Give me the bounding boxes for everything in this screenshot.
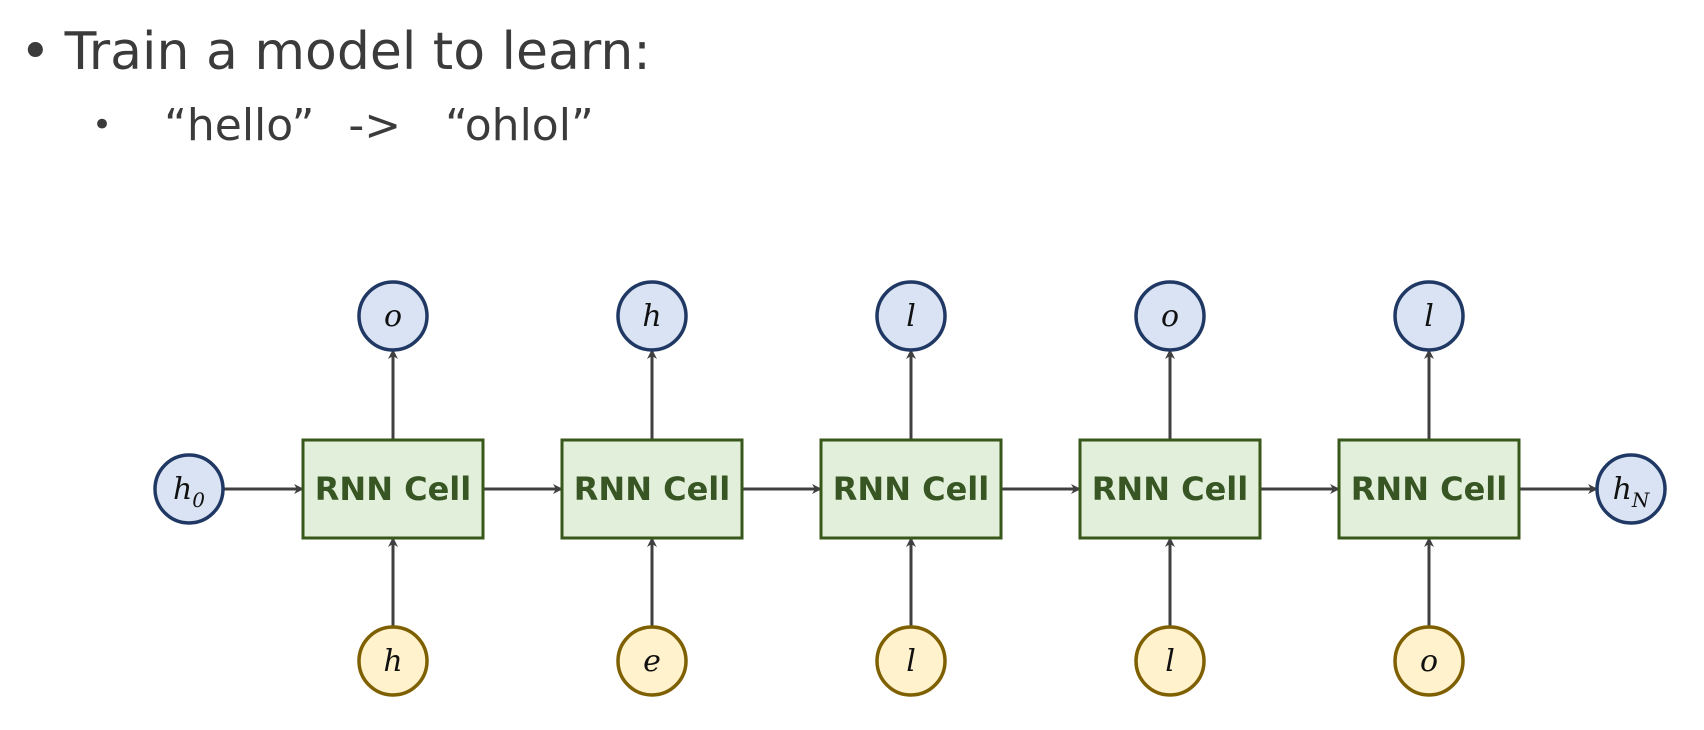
rnn-cell-label: RNN Cell [833,470,989,508]
rnn-cell-box [560,438,744,540]
output-node-label: h [642,299,661,334]
rnn-cell-label: RNN Cell [1351,470,1507,508]
bullet-dot: • [92,105,113,145]
hidden-final-node-circle [1595,453,1667,525]
input-node: o [1393,625,1465,697]
rnn-cell: RNN Cell [1078,438,1262,540]
bullet-sub-output: “ohlol” [445,100,594,151]
rnn-cell: RNN Cell [819,438,1003,540]
bullet-sub: • “hello” -> “ohlol” [92,90,594,161]
output-node-label: l [906,299,916,334]
input-node-label: h [383,644,402,679]
nodes-layer: o h h e l l o l l o h0 hN [153,280,1667,697]
output-node-circle [357,280,429,352]
bullet-sub-input: “hello” [164,100,315,151]
rnn-cell-box [1337,438,1521,540]
input-node-label: l [906,644,916,679]
output-node-circle [1134,280,1206,352]
rnn-cell: RNN Cell [560,438,744,540]
output-node-label: o [384,299,402,334]
output-node: h [616,280,688,352]
rnn-cell: RNN Cell [301,438,485,540]
output-node-label: o [1161,299,1179,334]
hidden-initial-node-circle [153,453,225,525]
rnn-cell-box [819,438,1003,540]
input-node-label: l [1165,644,1175,679]
output-node: o [1134,280,1206,352]
input-node: l [1134,625,1206,697]
input-node-label: e [643,644,661,679]
bullet-main: •Train a model to learn: [20,12,651,92]
input-node: l [875,625,947,697]
rnn-cell-label: RNN Cell [315,470,471,508]
output-node: l [1393,280,1465,352]
rnn-cell-box [301,438,485,540]
output-node: o [357,280,429,352]
input-node-label: o [1420,644,1438,679]
input-node-circle [1393,625,1465,697]
bullet-main-text: Train a model to learn: [64,22,651,82]
output-node-circle [616,280,688,352]
output-node-circle [1393,280,1465,352]
input-node: h [357,625,429,697]
input-node-circle [875,625,947,697]
connections-layer [223,349,1598,627]
output-node-label: l [1424,299,1434,334]
bullet-dot: • [20,22,51,82]
rnn-cell-label: RNN Cell [574,470,730,508]
rnn-cell-box [1078,438,1262,540]
rnn-cell-label: RNN Cell [1092,470,1248,508]
input-node-circle [616,625,688,697]
input-node-circle [357,625,429,697]
output-node-circle [875,280,947,352]
input-node: e [616,625,688,697]
rnn-cell: RNN Cell [1337,438,1521,540]
cells-layer: RNN Cell RNN Cell RNN Cell RNN Cell RNN Cell [301,438,1521,540]
hidden-final-node: hN [1595,453,1667,525]
hidden-initial-node: h0 [153,453,225,525]
output-node: l [875,280,947,352]
bullet-sub-arrow: -> [348,100,402,151]
input-node-circle [1134,625,1206,697]
